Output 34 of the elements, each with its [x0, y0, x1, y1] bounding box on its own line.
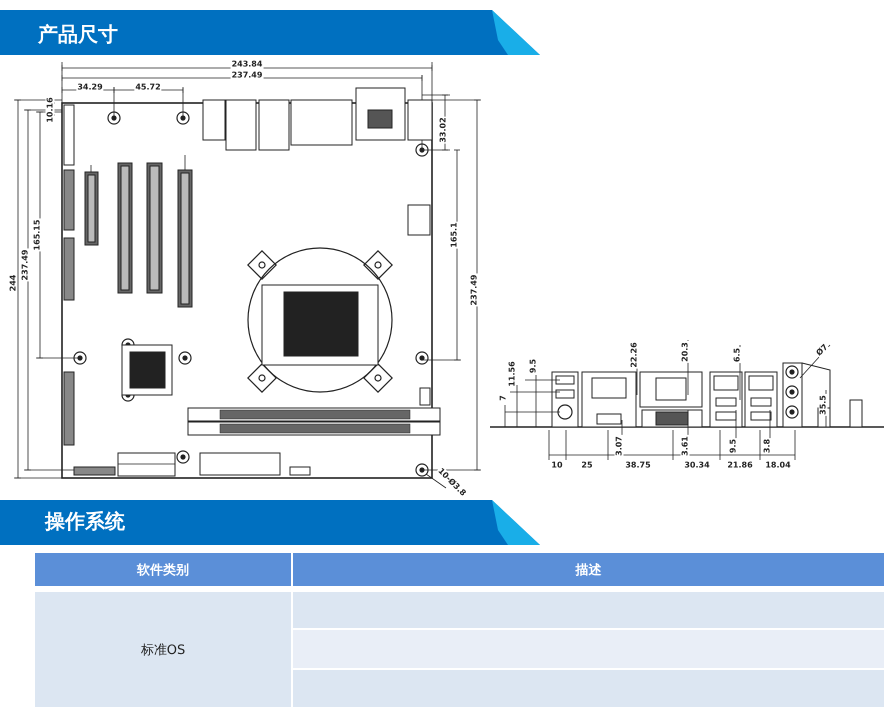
dimension-label: 243.84: [230, 60, 264, 68]
dimension-label: 3.8: [762, 438, 772, 454]
dimension-label: 10.16: [46, 96, 54, 124]
dimension-label: 165.15: [32, 218, 42, 252]
dimension-label: 38.75: [624, 460, 652, 470]
dimension-label: 3.61: [680, 435, 690, 457]
dimension-label: 34.29: [76, 82, 104, 92]
dimension-label: 6.5: [732, 346, 742, 364]
dimension-label: 45.72: [134, 82, 162, 92]
dimension-label: 3.07: [614, 435, 624, 457]
dimension-label: Ø7: [814, 342, 830, 358]
dimension-label: 9.5: [528, 358, 538, 374]
dimension-label: 11.56: [508, 360, 516, 388]
dimension-label: 10: [550, 460, 564, 470]
table-cell: 标准OS: [35, 592, 291, 707]
dimension-label: 165.1: [450, 221, 458, 249]
dimension-label: 244: [8, 274, 18, 292]
dimension-label: 9.5: [728, 438, 738, 454]
dimension-label: 21.86: [726, 460, 754, 470]
dimension-label: 237.49: [20, 248, 30, 282]
dimension-label: 33.02: [438, 116, 448, 144]
header-cell: 描述: [293, 553, 884, 586]
dimension-label: 35.5: [818, 394, 828, 416]
dimension-label: 237.49: [470, 274, 478, 306]
header-cell: 软件类别: [35, 553, 291, 586]
dimension-label: 20.3: [680, 341, 690, 363]
dimension-label: 7: [498, 394, 508, 402]
dimension-label: 25: [580, 460, 594, 470]
dimension-label: 237.49: [230, 70, 264, 80]
dimension-label: 22.26: [630, 341, 638, 369]
section-title: 操作系统: [45, 508, 125, 535]
dimension-label: 30.34: [683, 460, 711, 470]
dimension-label: 18.04: [764, 460, 792, 470]
section-title: 产品尺寸: [38, 21, 118, 48]
